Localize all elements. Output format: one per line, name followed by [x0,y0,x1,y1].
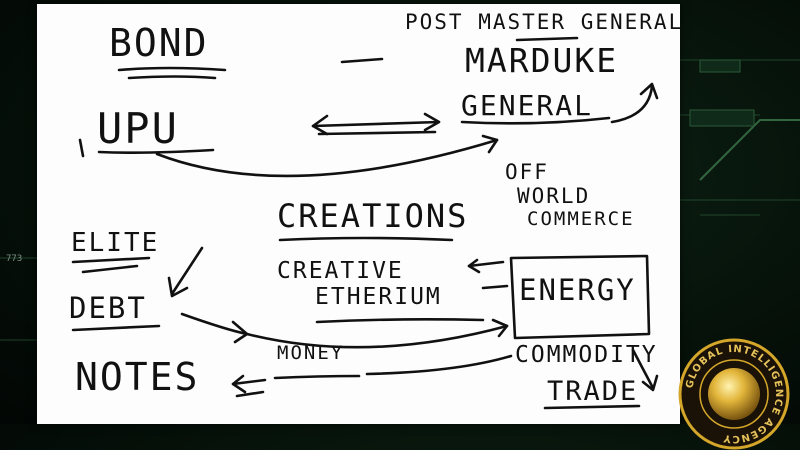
upu-tick [78,138,85,158]
label-bond: BOND [109,21,209,65]
bond-underline [117,66,227,72]
post-master-underline [515,36,579,42]
whiteboard: BOND POST MASTER GENERAL MARDUKE UPU GEN… [37,4,684,424]
arrow-commodity [631,348,655,390]
arrow-to-notes [231,378,267,386]
arrow-to-debt [170,246,204,296]
label-trade: TRADE [547,376,639,407]
label-upu: UPU [97,104,179,153]
ink-strokes [71,36,659,410]
label-creations: CREATIONS [277,197,469,235]
label-notes: NOTES [75,355,200,399]
label-etherium: ETHERIUM [315,284,442,310]
debt-underline [71,324,161,332]
trade-underline [543,404,641,410]
elite-underline [71,256,151,264]
energy-box [509,254,651,340]
curve-money-commodity [365,354,513,376]
label-commerce: COMMERCE [527,208,635,230]
curve-debt-energy [180,312,509,349]
curve-arrow-general-marduke [610,84,654,124]
label-debt: DEBT [69,291,147,325]
label-marduke: MARDUKE [465,41,619,80]
label-elite: ELITE [71,228,160,258]
label-energy: ENERGY [519,273,636,307]
label-post-master-general: POST MASTER GENERAL [405,10,684,34]
background-lines [0,59,800,341]
label-money: MONEY [277,342,345,364]
label-world: WORLD [517,184,591,208]
label-commodity: COMMODITY [515,342,658,368]
money-underline [273,374,361,380]
dash [340,57,384,64]
curve-upu-general [155,138,499,178]
arrow-etherium-energy [467,260,505,268]
etherium-underline [315,318,485,324]
label-off: OFF [505,160,549,184]
label-general: GENERAL [461,89,594,122]
double-arrow-upu-general [311,120,441,128]
creations-underline [278,236,454,242]
general-underline [460,116,611,125]
gold-orb-icon [708,368,760,420]
label-creative: CREATIVE [277,258,404,284]
side-number: 773 [6,254,23,264]
agency-seal-logo: GLOBAL INTELLIGENCE AGENCY [678,338,790,450]
